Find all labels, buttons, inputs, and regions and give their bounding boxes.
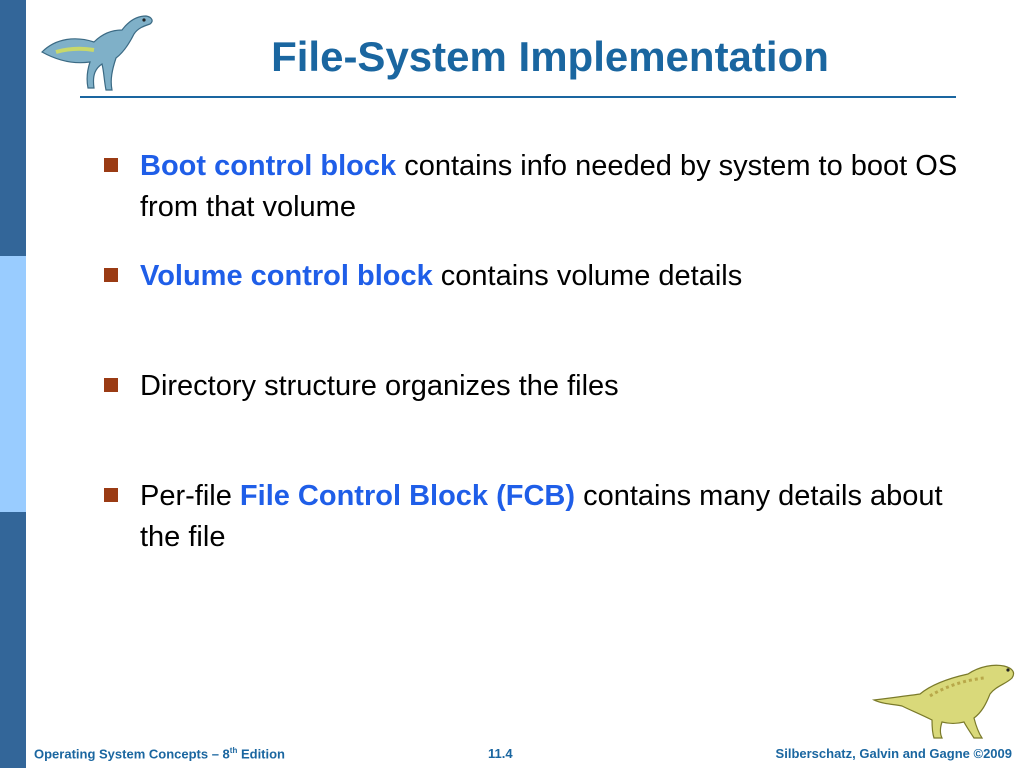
side-bar (0, 0, 26, 768)
page-title: File-System Implementation (271, 33, 829, 80)
bullet-file-control-block: Per-file File Control Block (FCB) contai… (102, 476, 962, 558)
bullet-text: contains many details about the file (140, 480, 943, 553)
bullet-text: Directory structure organizes the files (140, 370, 619, 402)
bullet-list: Boot control block contains info needed … (102, 146, 962, 558)
dinosaur-logo-icon (41, 15, 153, 91)
bullet-highlight: Boot control block (140, 150, 397, 182)
bullet-highlight: Volume control block (140, 260, 433, 292)
side-bar-top (0, 0, 26, 256)
bullet-text: contains volume details (432, 260, 743, 292)
side-bar-bottom (0, 512, 26, 768)
side-bar-middle (0, 256, 26, 512)
square-bullet-icon (104, 488, 118, 502)
dinosaur-footer-icon (871, 664, 1015, 739)
bullet-text: contains info needed by system to boot O… (140, 150, 958, 223)
footer-page-number: 11.4 (488, 746, 513, 761)
title-divider (80, 96, 956, 98)
footer-book-title: Operating System Concepts – 8th Edition (34, 746, 285, 761)
footer-copyright: Silberschatz, Galvin and Gagne ©2009 (775, 746, 1012, 761)
square-bullet-icon (104, 268, 118, 282)
bullet-directory-structure: Directory structure organizes the files (102, 366, 962, 407)
bullet-prefix: Per-file (140, 480, 240, 512)
bullet-highlight: File Control Block (FCB) (239, 480, 576, 512)
footer-book-edition: Edition (237, 746, 286, 762)
square-bullet-icon (104, 158, 118, 172)
footer-book-sup: th (229, 746, 238, 755)
bullet-boot-control-block: Boot control block contains info needed … (102, 146, 962, 228)
square-bullet-icon (104, 378, 118, 392)
bullet-volume-control-block: Volume control block contains volume det… (102, 256, 962, 297)
footer-book-text: Operating System Concepts – 8 (34, 746, 230, 762)
